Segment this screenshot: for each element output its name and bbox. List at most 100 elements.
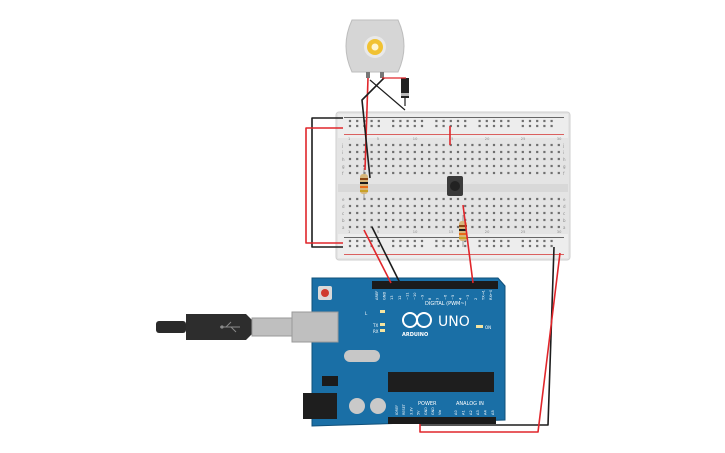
breadboard-hole[interactable] (406, 211, 409, 215)
breadboard-hole[interactable] (485, 150, 488, 154)
breadboard-hole[interactable] (514, 225, 517, 229)
breadboard-hole[interactable] (399, 211, 402, 215)
breadboard-hole[interactable] (485, 197, 488, 201)
breadboard-hole[interactable] (348, 197, 352, 201)
breadboard-hole[interactable] (442, 211, 445, 215)
breadboard-hole[interactable] (377, 119, 380, 123)
breadboard-hole[interactable] (485, 164, 488, 168)
breadboard-hole[interactable] (406, 197, 409, 201)
breadboard-hole[interactable] (550, 124, 553, 128)
breadboard-hole[interactable] (543, 124, 546, 128)
breadboard-hole[interactable] (392, 164, 395, 168)
breadboard-hole[interactable] (528, 164, 532, 168)
breadboard-hole[interactable] (370, 171, 373, 175)
breadboard-hole[interactable] (413, 150, 416, 154)
breadboard-hole[interactable] (449, 157, 452, 161)
breadboard-hole[interactable] (377, 157, 380, 161)
breadboard-hole[interactable] (456, 225, 460, 229)
breadboard-hole[interactable] (521, 124, 524, 128)
breadboard-hole[interactable] (442, 197, 445, 201)
breadboard-hole[interactable] (478, 239, 481, 243)
breadboard-hole[interactable] (363, 211, 366, 215)
breadboard-hole[interactable] (550, 171, 553, 175)
breadboard-hole[interactable] (536, 204, 539, 208)
breadboard-hole[interactable] (507, 197, 510, 201)
breadboard-hole[interactable] (406, 143, 409, 147)
breadboard-hole[interactable] (464, 171, 467, 175)
breadboard-hole[interactable] (464, 150, 467, 154)
breadboard-hole[interactable] (392, 218, 395, 222)
breadboard-hole[interactable] (348, 225, 352, 229)
breadboard-hole[interactable] (363, 150, 366, 154)
breadboard-hole[interactable] (456, 204, 460, 208)
breadboard-hole[interactable] (384, 218, 388, 222)
breadboard-hole[interactable] (363, 239, 366, 243)
breadboard-hole[interactable] (413, 143, 416, 147)
breadboard-hole[interactable] (478, 171, 481, 175)
breadboard-hole[interactable] (348, 143, 352, 147)
breadboard-hole[interactable] (536, 124, 539, 128)
breadboard-hole[interactable] (543, 164, 546, 168)
breadboard-hole[interactable] (370, 225, 373, 229)
breadboard-hole[interactable] (550, 157, 553, 161)
breadboard-hole[interactable] (550, 218, 553, 222)
breadboard-hole[interactable] (413, 119, 416, 123)
breadboard-hole[interactable] (536, 197, 539, 201)
breadboard-hole[interactable] (377, 197, 380, 201)
breadboard-hole[interactable] (435, 197, 438, 201)
breadboard-hole[interactable] (356, 211, 359, 215)
breadboard-hole[interactable] (377, 225, 380, 229)
breadboard-hole[interactable] (485, 204, 488, 208)
breadboard-hole[interactable] (543, 244, 546, 248)
breadboard-hole[interactable] (435, 171, 438, 175)
breadboard-hole[interactable] (464, 164, 467, 168)
breadboard-hole[interactable] (485, 171, 488, 175)
breadboard-hole[interactable] (428, 204, 431, 208)
breadboard-hole[interactable] (392, 197, 395, 201)
breadboard-hole[interactable] (384, 171, 388, 175)
breadboard-hole[interactable] (521, 218, 524, 222)
breadboard-hole[interactable] (413, 239, 416, 243)
breadboard-hole[interactable] (392, 244, 395, 248)
breadboard-hole[interactable] (507, 119, 510, 123)
breadboard-hole[interactable] (485, 157, 488, 161)
breadboard-hole[interactable] (521, 211, 524, 215)
breadboard-hole[interactable] (420, 157, 424, 161)
breadboard-hole[interactable] (456, 218, 460, 222)
breadboard-hole[interactable] (521, 164, 524, 168)
breadboard-hole[interactable] (442, 239, 445, 243)
breadboard-hole[interactable] (392, 119, 395, 123)
breadboard-hole[interactable] (377, 211, 380, 215)
breadboard-hole[interactable] (348, 157, 352, 161)
breadboard-hole[interactable] (399, 171, 402, 175)
breadboard-hole[interactable] (528, 124, 532, 128)
breadboard-hole[interactable] (471, 143, 474, 147)
breadboard-hole[interactable] (471, 225, 474, 229)
breadboard-hole[interactable] (377, 244, 380, 248)
breadboard-hole[interactable] (420, 171, 424, 175)
breadboard-hole[interactable] (449, 197, 452, 201)
breadboard-hole[interactable] (500, 157, 503, 161)
breadboard-hole[interactable] (500, 225, 503, 229)
breadboard-hole[interactable] (356, 197, 359, 201)
breadboard-hole[interactable] (456, 244, 460, 248)
breadboard-hole[interactable] (399, 197, 402, 201)
breadboard-hole[interactable] (514, 143, 517, 147)
breadboard-hole[interactable] (456, 119, 460, 123)
breadboard-hole[interactable] (356, 239, 359, 243)
breadboard-hole[interactable] (464, 143, 467, 147)
breadboard-hole[interactable] (363, 143, 366, 147)
breadboard-hole[interactable] (370, 204, 373, 208)
breadboard-hole[interactable] (406, 171, 409, 175)
breadboard-hole[interactable] (392, 171, 395, 175)
breadboard-hole[interactable] (442, 157, 445, 161)
usb-cable[interactable] (156, 314, 293, 340)
breadboard-hole[interactable] (442, 218, 445, 222)
breadboard-hole[interactable] (500, 204, 503, 208)
breadboard-hole[interactable] (406, 150, 409, 154)
breadboard-hole[interactable] (507, 239, 510, 243)
breadboard-hole[interactable] (471, 171, 474, 175)
breadboard-hole[interactable] (428, 157, 431, 161)
breadboard-hole[interactable] (363, 225, 366, 229)
breadboard-hole[interactable] (478, 197, 481, 201)
